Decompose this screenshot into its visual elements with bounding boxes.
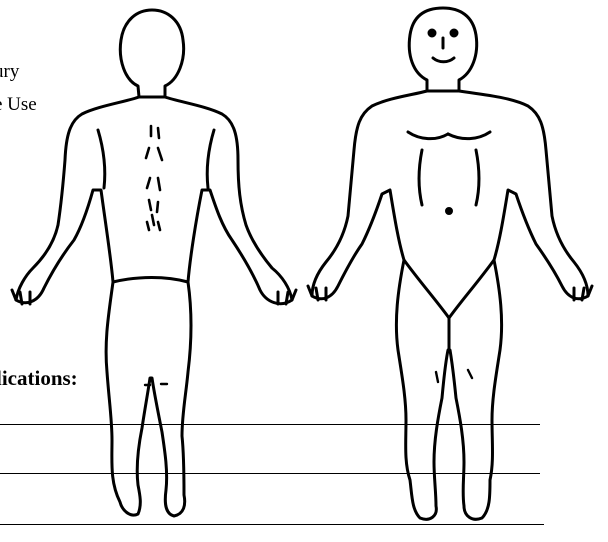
- back-head-outline: [120, 10, 183, 97]
- front-mouth: [433, 58, 454, 62]
- spine-marks: [146, 126, 162, 230]
- back-shoulder-right: [207, 130, 214, 188]
- body-diagram-front: [308, 8, 592, 519]
- front-navel: [447, 209, 452, 214]
- front-left-eye: [429, 30, 435, 36]
- back-shoulder-left: [98, 130, 105, 188]
- front-belly-right: [476, 150, 479, 205]
- front-body-outline: [312, 91, 588, 519]
- front-chest-left: [408, 132, 448, 139]
- front-groin-line: [404, 260, 494, 318]
- front-right-eye: [451, 30, 457, 36]
- front-chest-right: [448, 132, 490, 139]
- back-right-fingers: [278, 290, 296, 304]
- body-diagram-back: [12, 10, 296, 516]
- back-waist-line: [113, 278, 188, 283]
- front-head-outline: [409, 8, 476, 91]
- back-body-outline: [16, 97, 292, 516]
- front-belly-left: [419, 150, 422, 205]
